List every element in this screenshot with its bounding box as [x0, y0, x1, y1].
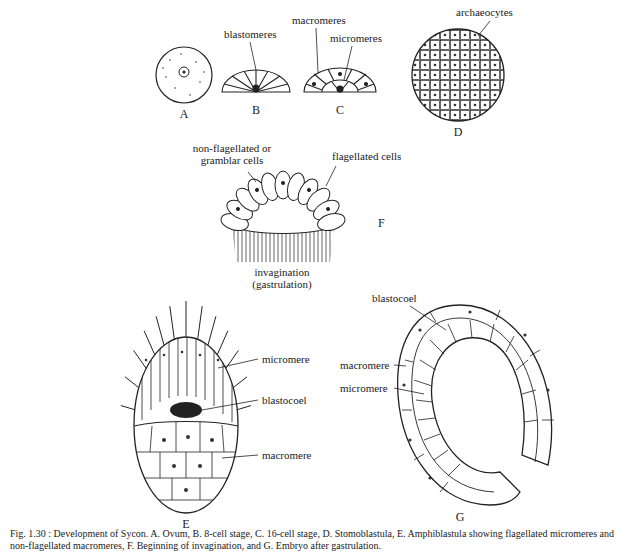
invagination-stage [219, 171, 347, 264]
amphiblastula [121, 301, 251, 513]
part-label: micromeres [330, 32, 382, 44]
part-label: micromere [340, 382, 388, 394]
leader-lines [202, 21, 490, 458]
figure-letter: G [456, 511, 465, 523]
part-label: archaeocytes [456, 6, 513, 18]
stomoblastula [410, 27, 506, 123]
sixteen-cell-stage [304, 68, 376, 92]
gastrula [398, 305, 554, 505]
part-label: blastomeres [224, 28, 277, 40]
part-label: macromeres [292, 14, 346, 26]
part-label: flagellated cells [332, 150, 401, 162]
part-label: macromere [262, 449, 311, 461]
eight-cell-stage [222, 70, 290, 92]
part-label: non-flagellated or gramblar cells [182, 142, 282, 166]
part-label: macromere [340, 359, 389, 371]
figure-letter: F [378, 217, 385, 229]
figure-caption: Fig. 1.30 : Development of Sycon. A. Ovu… [10, 528, 626, 552]
part-label: micromere [262, 353, 310, 365]
part-label: blastocoel [262, 394, 307, 406]
part-label: invagination (gastrulation) [230, 266, 334, 290]
figure-letter: C [336, 104, 344, 116]
figure-letter: A [180, 108, 189, 120]
part-label: blastocoel [372, 292, 417, 304]
ovum [156, 47, 212, 103]
figure-letter: B [252, 104, 260, 116]
figure-letter: D [454, 126, 463, 138]
